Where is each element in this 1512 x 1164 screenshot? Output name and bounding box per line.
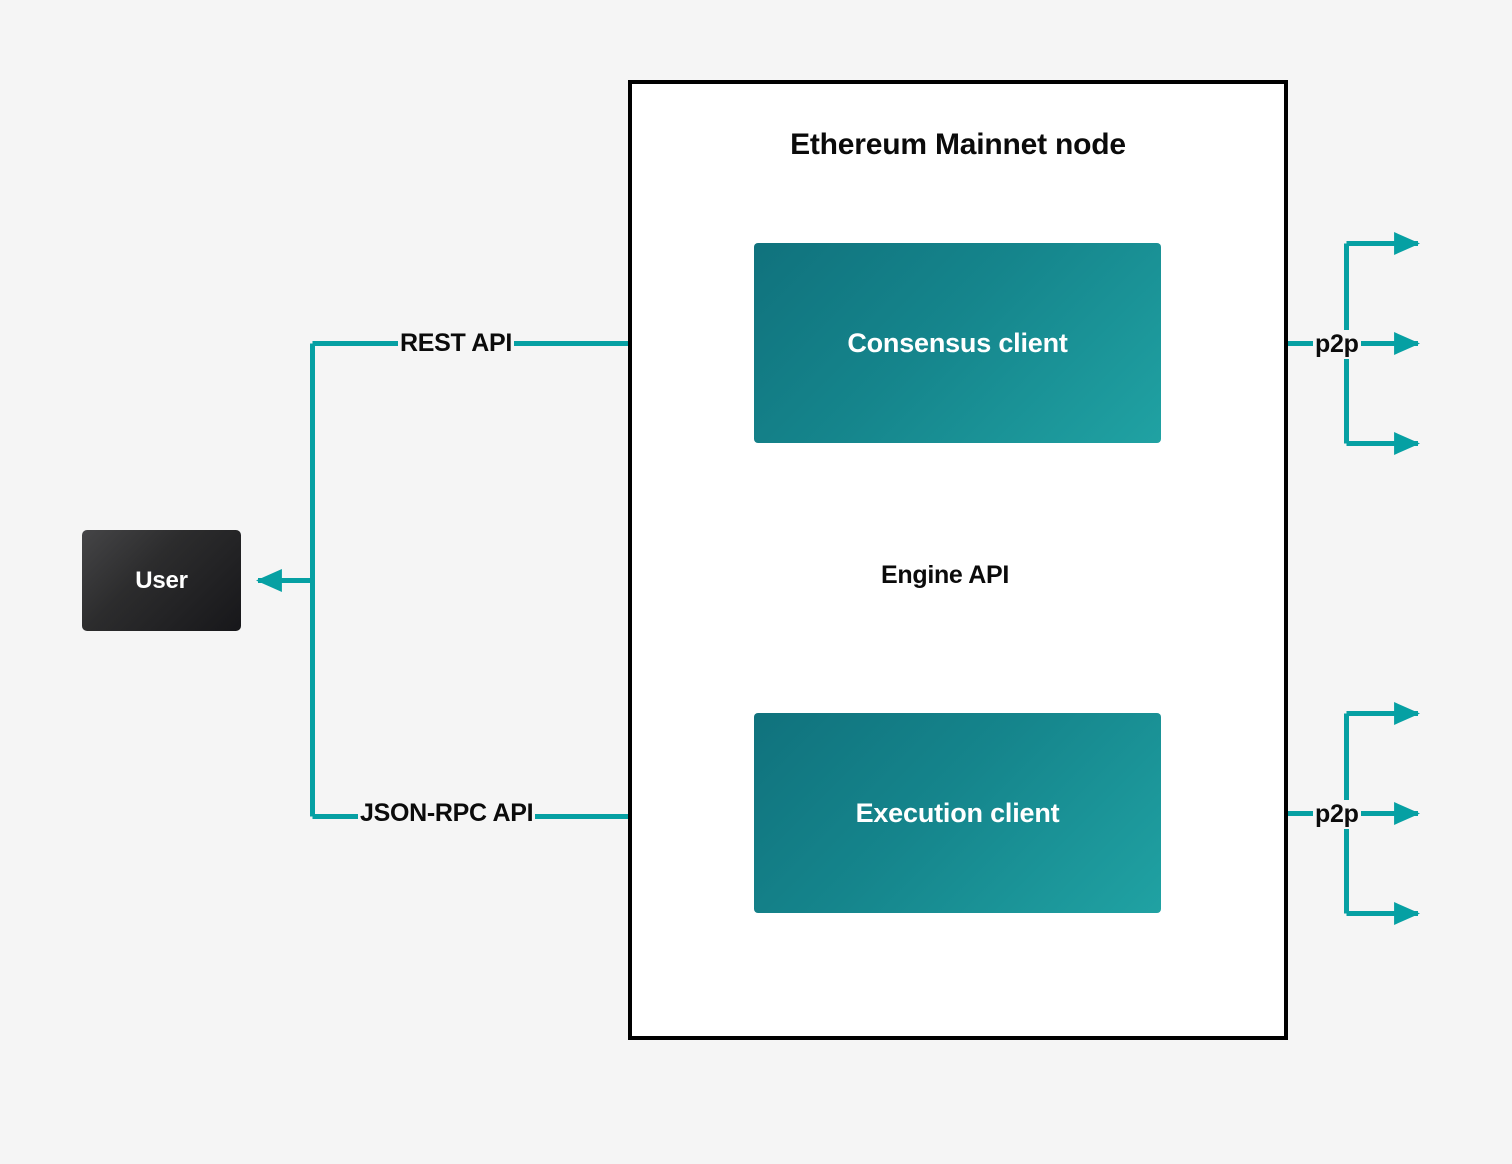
execution-client-label: Execution client [855, 797, 1060, 828]
consensus-client-label: Consensus client [847, 327, 1068, 358]
consensus-client-block[interactable]: Consensus client [754, 243, 1161, 443]
json-rpc-api-edge-label: JSON-RPC API [358, 799, 536, 827]
engine-api-edge-label: Engine API [877, 563, 1014, 588]
user-label: User [135, 566, 188, 594]
p2p-consensus-edge-label: p2p [1313, 330, 1361, 359]
user-block[interactable]: User [82, 530, 241, 631]
rest-api-edge-label: REST API [398, 329, 514, 357]
node-title: Ethereum Mainnet node [790, 128, 1126, 161]
p2p-execution-edge-label: p2p [1313, 800, 1361, 829]
execution-client-block[interactable]: Execution client [754, 713, 1161, 913]
